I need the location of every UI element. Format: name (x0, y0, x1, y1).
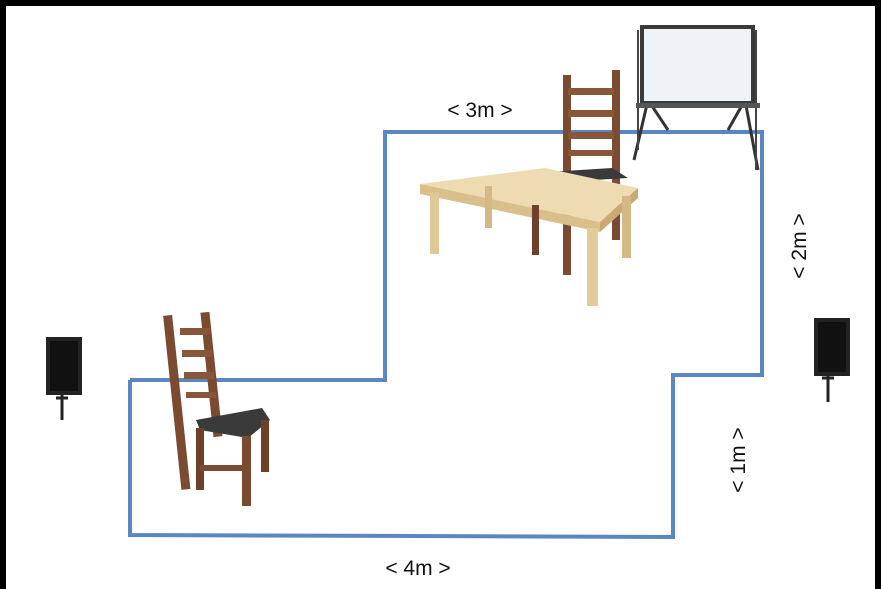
table-icon (420, 168, 638, 306)
speaker-left-icon (46, 337, 82, 420)
room-outline (128, 130, 764, 540)
speaker-right-icon (814, 318, 850, 402)
dimension-label-top: < 3m > (447, 99, 512, 122)
chair-left-icon (163, 311, 270, 506)
whiteboard-icon (632, 25, 760, 171)
dimension-label-right-upper: < 2m > (788, 213, 811, 278)
dimension-label-bottom: < 4m > (385, 557, 450, 580)
dimension-label-right-lower: < 1m > (727, 427, 750, 492)
